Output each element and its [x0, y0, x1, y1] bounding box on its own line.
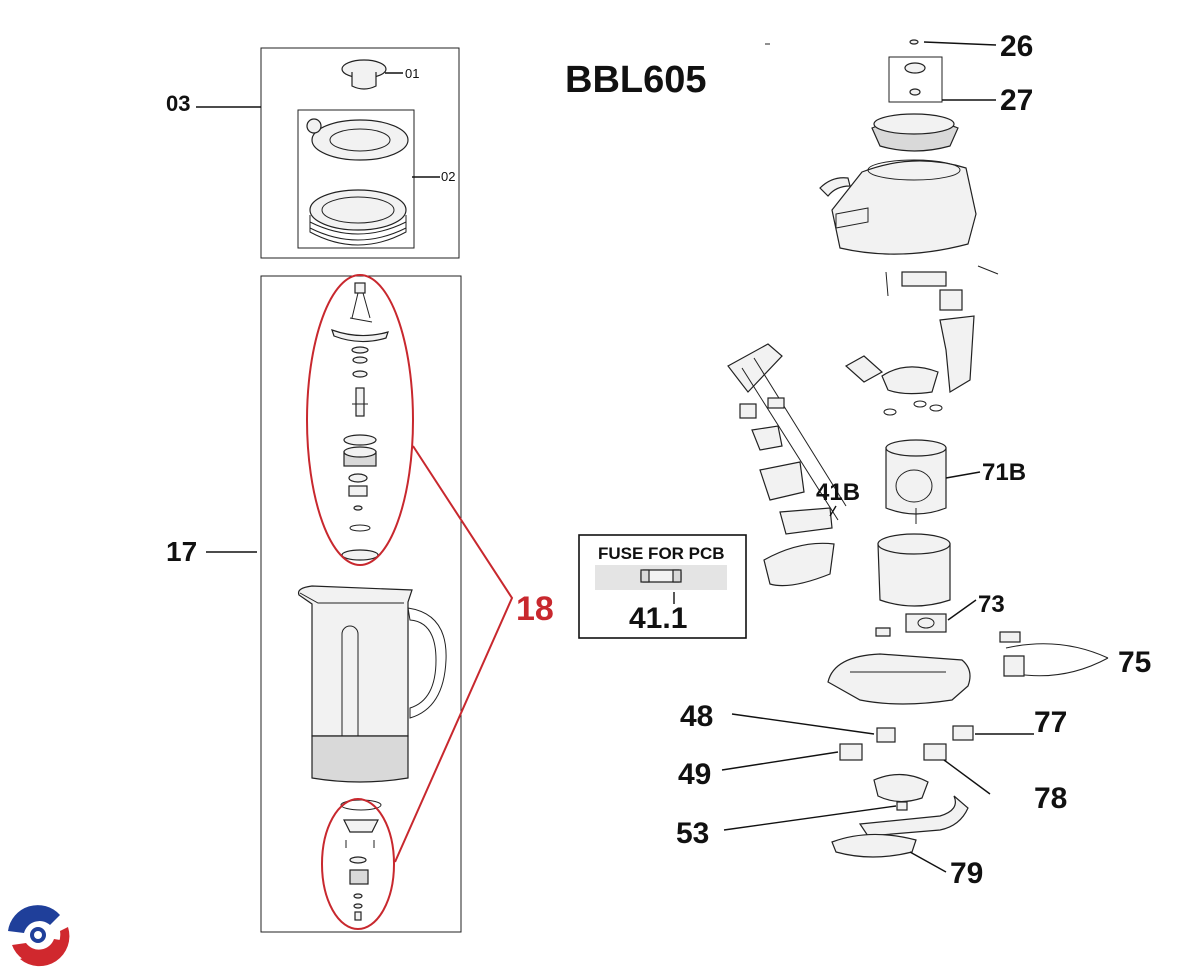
callout-73: 73: [978, 591, 1005, 618]
callout-26: 26: [1000, 30, 1033, 63]
blade-stack-parts: [331, 282, 389, 561]
callout-48: 48: [680, 700, 713, 733]
swirl-logo-icon: [4, 901, 72, 969]
blade-highlight-oval: [306, 274, 414, 566]
jug-assembly-box: [206, 274, 514, 933]
callout-27: 27: [1000, 84, 1033, 117]
callout-02: 02: [441, 169, 455, 184]
jug-base-parts: [340, 799, 382, 921]
lid-part: [306, 118, 440, 246]
callout-41b: 41B: [816, 479, 860, 506]
fuse-title: FUSE FOR PCB: [598, 544, 725, 563]
base-highlight-oval: [321, 798, 395, 930]
callout-53: 53: [676, 817, 709, 850]
callout-18: 18: [516, 590, 554, 628]
fuse-part-number: 41.1: [629, 602, 687, 635]
callout-79: 79: [950, 857, 983, 890]
callout-03: 03: [166, 91, 190, 116]
fuse-box: [578, 534, 747, 639]
callout-78: 78: [1034, 782, 1067, 815]
highlight-leader-18: [394, 445, 514, 863]
callout-77: 77: [1034, 706, 1067, 739]
callout-75: 75: [1118, 646, 1151, 679]
jug-part: [297, 585, 447, 783]
motor-base-explosion: [721, 39, 1109, 873]
callout-01: 01: [405, 66, 419, 81]
model-title: BBL605: [565, 59, 707, 101]
callout-49: 49: [678, 758, 711, 791]
callout-17: 17: [166, 536, 197, 567]
callout-71b: 71B: [982, 459, 1026, 486]
lid-assembly-box: [196, 47, 460, 259]
lid-cap-part: [341, 59, 403, 90]
